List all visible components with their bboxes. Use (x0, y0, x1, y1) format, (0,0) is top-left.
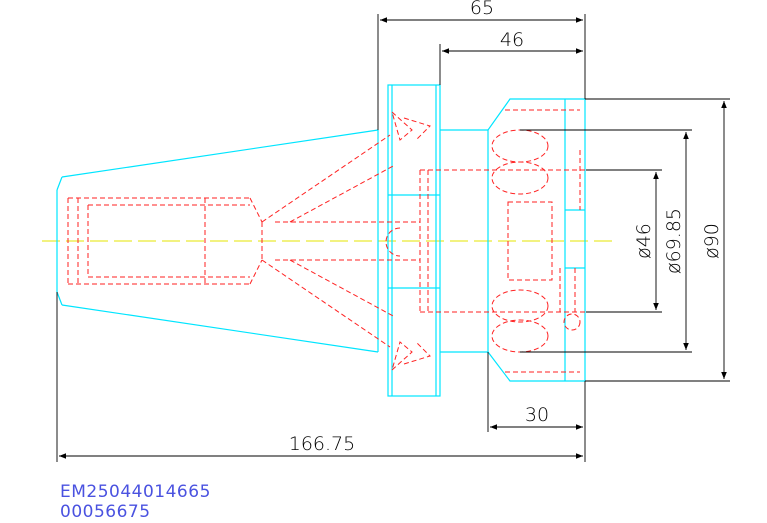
dim-pitch-diameter: ø69.85 (663, 208, 685, 274)
serial-number: 00056675 (60, 502, 151, 522)
dim-overall-length: 166.75 (289, 433, 355, 455)
dim-flange-to-end: 65 (470, 0, 494, 19)
dim-nut-length: 30 (525, 404, 549, 426)
dim-bore-diameter: ø46 (633, 223, 655, 259)
dim-outer-diameter: ø90 (701, 223, 723, 259)
dimension-lines (56, 14, 730, 462)
tool-outline (56, 84, 586, 397)
part-code: EM25044014665 (60, 482, 211, 502)
dim-body-to-end: 46 (500, 29, 524, 51)
